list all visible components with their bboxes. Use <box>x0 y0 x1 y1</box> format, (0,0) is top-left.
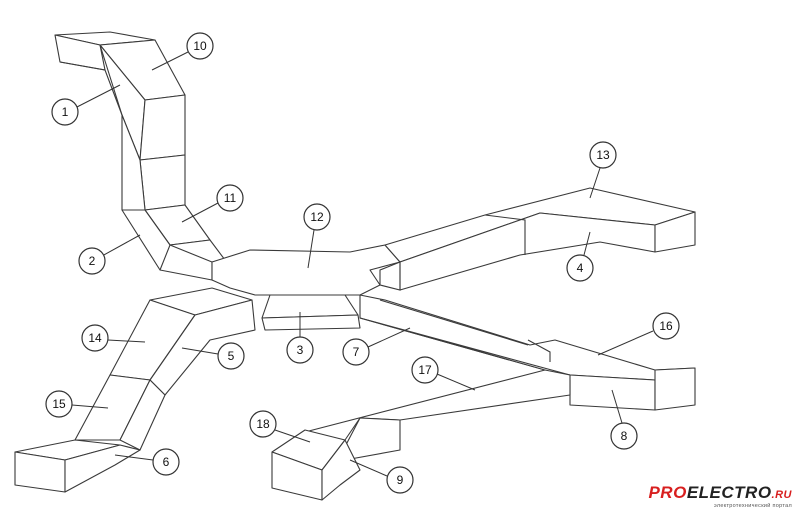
callout-5: 5 <box>181 342 245 370</box>
callout-7: 7 <box>342 327 411 366</box>
svg-text:2: 2 <box>89 254 96 268</box>
callout-13: 13 <box>589 141 617 199</box>
svg-text:6: 6 <box>163 455 170 469</box>
logo-part-pro: PRO <box>648 483 687 502</box>
right-upper-duct <box>379 187 696 291</box>
logo-part-ru: .RU <box>771 489 792 501</box>
callout-6: 6 <box>114 448 180 476</box>
svg-text:9: 9 <box>397 473 404 487</box>
svg-text:7: 7 <box>353 345 360 359</box>
logo-tagline: электротехнический портал <box>713 503 792 509</box>
svg-text:14: 14 <box>88 331 102 345</box>
callout-16: 16 <box>597 312 680 356</box>
callout-18: 18 <box>249 410 311 443</box>
svg-text:5: 5 <box>228 349 235 363</box>
svg-text:17: 17 <box>418 363 432 377</box>
logo-part-electro: ELECTRO <box>686 483 772 502</box>
callout-15: 15 <box>45 390 109 418</box>
svg-text:8: 8 <box>621 429 628 443</box>
lower-loop-duct <box>271 369 571 501</box>
lower-left-duct <box>14 287 256 493</box>
svg-text:16: 16 <box>659 319 673 333</box>
central-cross-duct <box>211 244 401 331</box>
svg-text:13: 13 <box>596 148 610 162</box>
callout-3: 3 <box>286 312 314 364</box>
svg-text:11: 11 <box>224 191 237 205</box>
callout-11: 11 <box>181 184 244 223</box>
callout-10: 10 <box>151 32 214 71</box>
callout-1: 1 <box>51 84 121 126</box>
callout-4: 4 <box>566 231 594 282</box>
proelectro-logo: PROELECTRO.RU электротехнический портал <box>648 483 792 509</box>
callout-2: 2 <box>78 234 141 275</box>
callout-9: 9 <box>349 459 414 494</box>
svg-text:1: 1 <box>62 105 69 119</box>
svg-text:15: 15 <box>52 397 66 411</box>
callout-14: 14 <box>81 324 146 352</box>
svg-text:18: 18 <box>256 417 270 431</box>
svg-text:4: 4 <box>577 261 584 275</box>
riser-duct <box>54 31 226 281</box>
callout-12: 12 <box>303 203 331 269</box>
logo-wordmark: PROELECTRO.RU <box>648 483 792 503</box>
callout-8: 8 <box>610 389 638 450</box>
svg-text:10: 10 <box>193 39 207 53</box>
svg-text:12: 12 <box>310 210 324 224</box>
callout-17: 17 <box>411 356 476 391</box>
right-lower-duct <box>359 294 696 411</box>
svg-text:3: 3 <box>297 343 304 357</box>
